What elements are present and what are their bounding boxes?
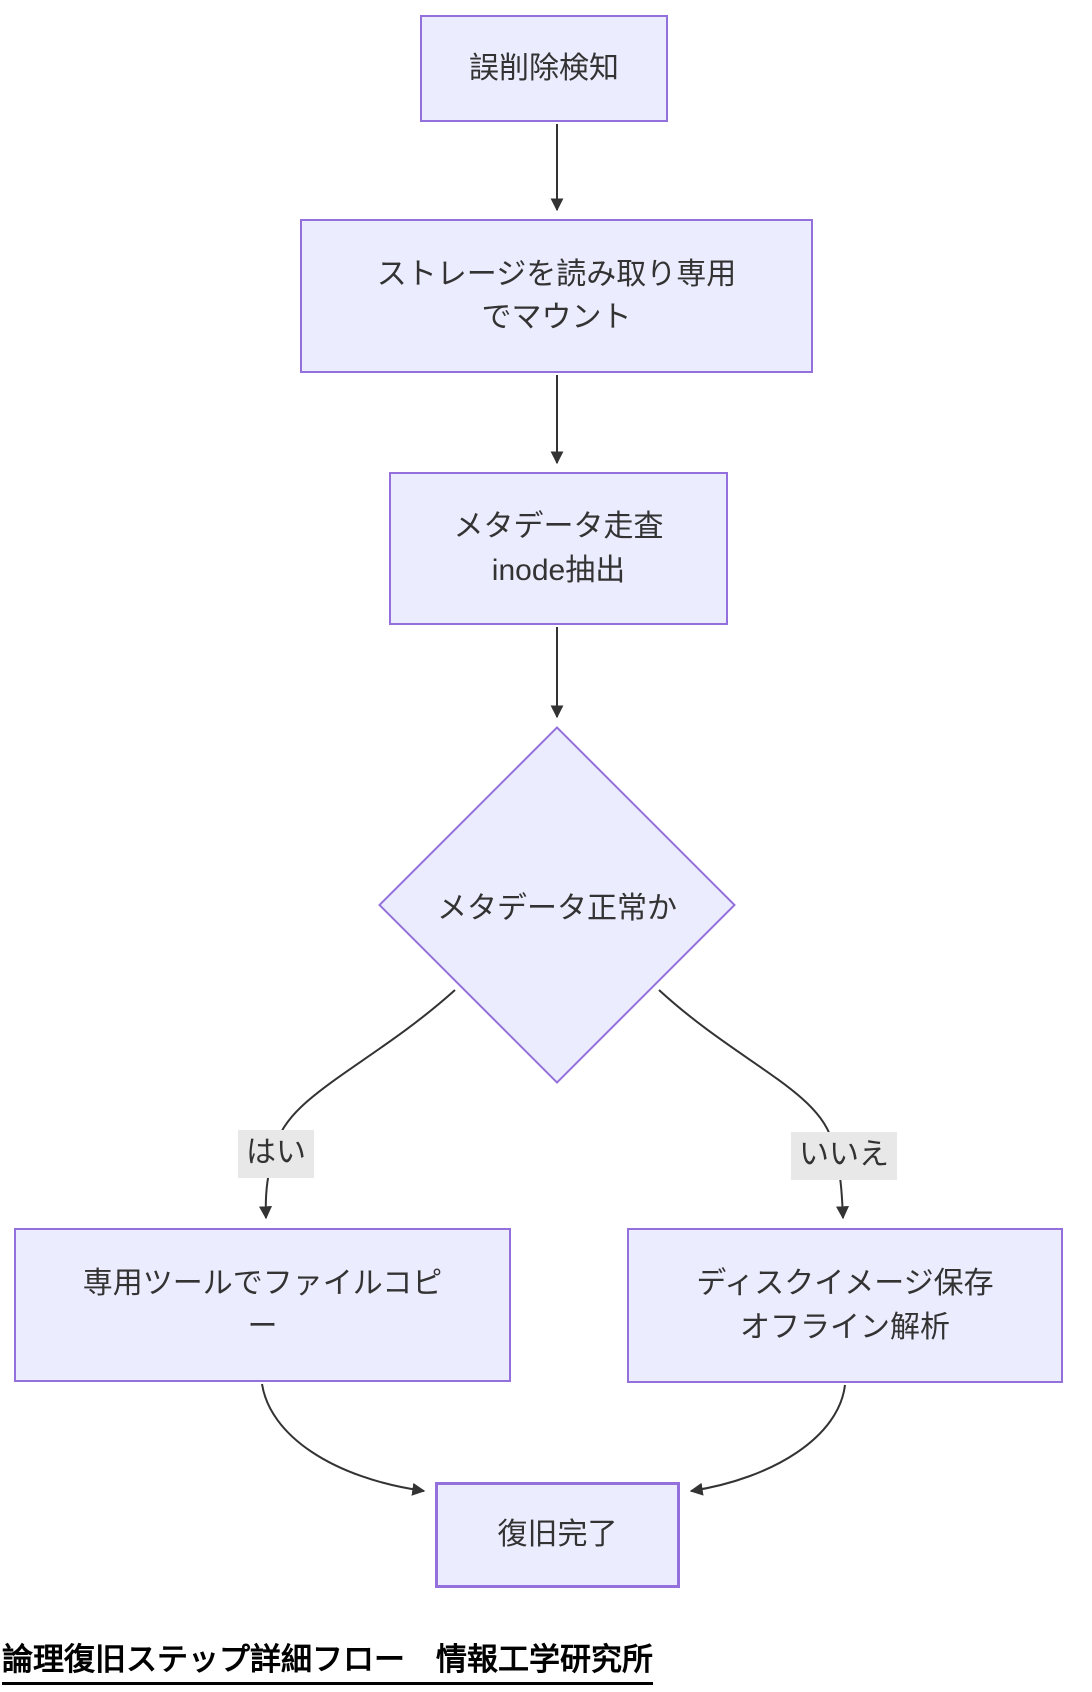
edge-label-no: いいえ — [791, 1132, 897, 1180]
edge-copy-to-done — [261, 1383, 426, 1496]
edge-label-yes: はい — [238, 1130, 314, 1178]
edge-image-to-done — [689, 1384, 846, 1496]
node-recovery-done: 復旧完了 — [435, 1482, 680, 1588]
node-decision-metadata-ok: メタデータ正常か — [378, 726, 736, 1084]
node-metadata-scan: メタデータ走査 inode抽出 — [389, 472, 728, 625]
edge-decision-yes-to-copy — [259, 989, 456, 1220]
node-disk-image: ディスクイメージ保存 オフライン解析 — [627, 1228, 1063, 1383]
node-detect: 誤削除検知 — [420, 15, 668, 122]
node-file-copy: 専用ツールでファイルコピ ー — [14, 1228, 511, 1382]
node-mount-readonly: ストレージを読み取り専用 でマウント — [300, 219, 813, 373]
diagram-title: 論理復旧ステップ詳細フロー 情報工学研究所 — [2, 1634, 653, 1685]
edge-decision-no-to-image — [658, 989, 850, 1220]
decision-label: メタデータ正常か — [437, 892, 677, 925]
